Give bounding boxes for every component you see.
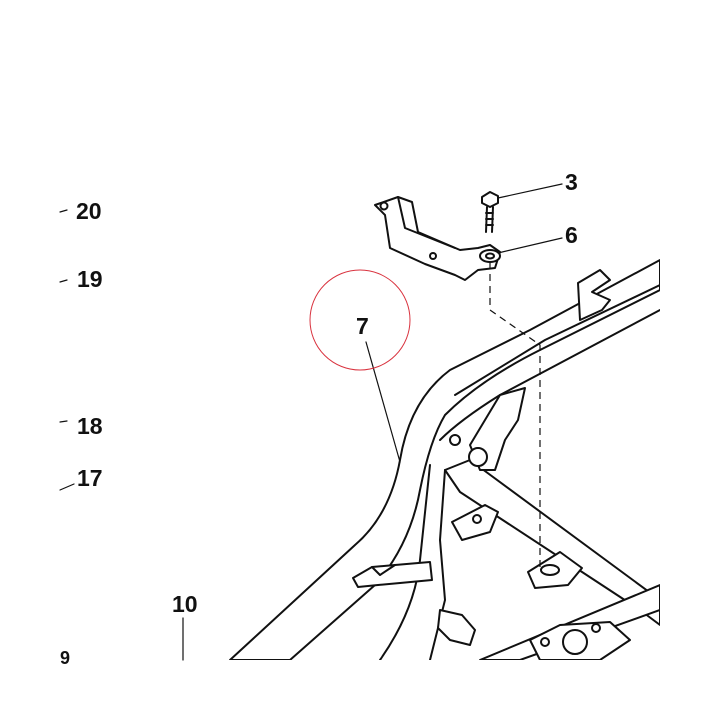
frame-bottom-hole-small bbox=[591, 623, 601, 633]
callout-labels: 20 19 18 17 10 3 6 7 9 bbox=[60, 169, 578, 668]
frame-main-tube bbox=[229, 259, 660, 660]
frame-inner-tube-2 bbox=[429, 469, 446, 660]
bracket-assembly bbox=[374, 191, 501, 281]
bracket-fold-line bbox=[397, 196, 456, 249]
frame-boss-small bbox=[449, 434, 461, 446]
bracket-hole-2 bbox=[429, 252, 437, 260]
callout-20: 20 bbox=[76, 198, 102, 224]
frame-lower-rail bbox=[479, 584, 660, 660]
frame-bottom-hole bbox=[562, 629, 588, 655]
callout-6: 6 bbox=[565, 222, 578, 248]
assembly-lines bbox=[489, 262, 541, 570]
bracket-plate bbox=[374, 196, 501, 281]
frame-lower-tab-hole bbox=[540, 564, 560, 576]
frame-drawing bbox=[229, 259, 660, 660]
washer-6-hole bbox=[485, 252, 495, 260]
bolt-3-head bbox=[481, 191, 499, 208]
callout-19: 19 bbox=[77, 266, 103, 292]
bracket-hole-1 bbox=[379, 201, 389, 211]
frame-mount-hole bbox=[472, 514, 482, 524]
leader-lines bbox=[182, 183, 563, 661]
bolt-3-shank bbox=[485, 206, 494, 233]
callout-7: 7 bbox=[356, 313, 369, 339]
left-leader-stubs bbox=[59, 209, 75, 491]
frame-upper-rail bbox=[454, 284, 660, 396]
callout-18: 18 bbox=[77, 413, 103, 439]
frame-hook-tab bbox=[577, 269, 611, 321]
frame-bottom-bracket bbox=[437, 609, 476, 646]
callout-3: 3 bbox=[565, 169, 578, 195]
callout-17: 17 bbox=[77, 465, 103, 491]
callout-partial: 9 bbox=[60, 648, 70, 668]
frame-boss bbox=[468, 447, 488, 467]
callout-7-highlight-circle bbox=[309, 269, 411, 371]
frame-bottom-hole-small-2 bbox=[540, 637, 550, 647]
frame-clamp-lip bbox=[371, 564, 396, 576]
callout-10: 10 bbox=[172, 591, 198, 617]
